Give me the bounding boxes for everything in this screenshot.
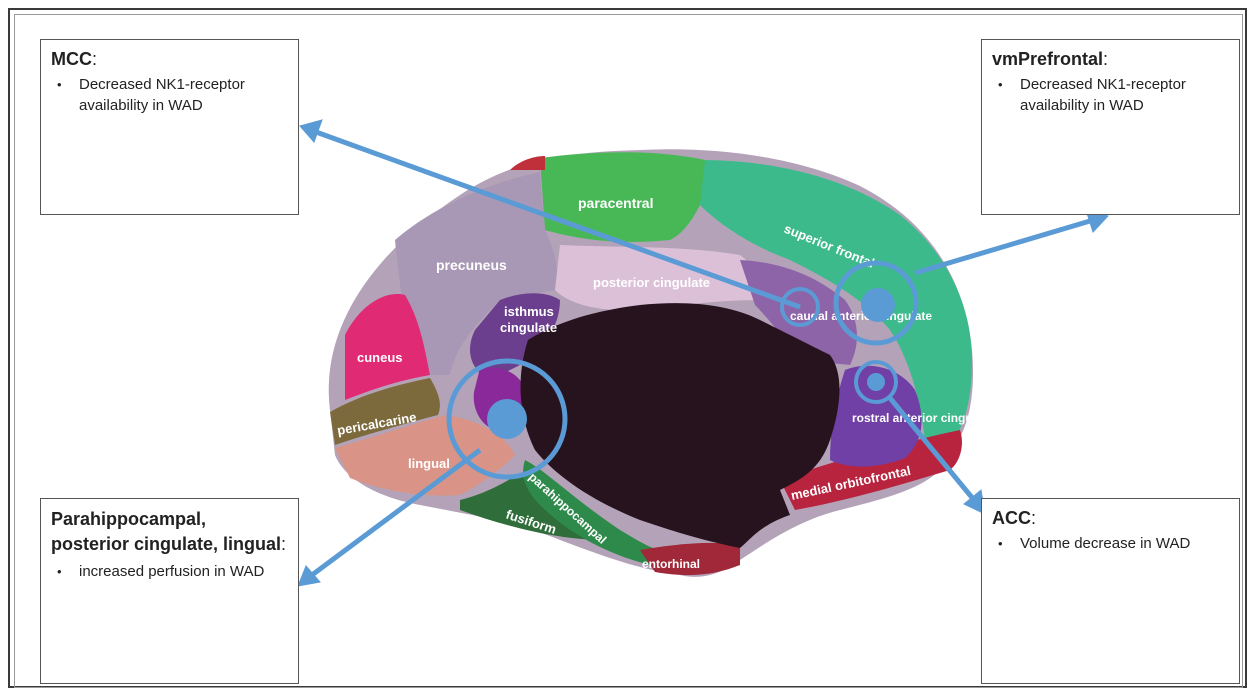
vmprefrontal-annotation-box: vmPrefrontal: Decreased NK1-receptor ava…	[981, 39, 1240, 215]
region-rostral-anterior-cingulate	[830, 365, 922, 467]
label-cuneus: cuneus	[357, 350, 403, 365]
label-lingual: lingual	[408, 456, 450, 471]
mcc-bullet: Decreased NK1-receptor availability in W…	[51, 74, 288, 116]
arrow-mcc	[315, 129, 801, 310]
label-entorhinal: entorhinal	[642, 557, 700, 571]
region-top-strip	[510, 156, 545, 170]
highlight-mcc-ring	[780, 287, 820, 327]
highlight-vmpfc-dot	[861, 288, 895, 322]
region-pericalcarine	[330, 378, 440, 445]
arrow-vmpfc	[914, 218, 1091, 276]
highlights	[446, 260, 919, 480]
highlight-parahippocampal-ring	[446, 358, 568, 480]
arrow-acc	[888, 396, 976, 502]
acc-annotation-box: ACC: Volume decrease in WAD	[981, 498, 1240, 684]
region-isthmus-cingulate	[470, 293, 560, 380]
label-isthmus: isthmus	[504, 304, 554, 319]
label-paracentral: paracentral	[578, 195, 653, 211]
mcc-bullet-list: Decreased NK1-receptor availability in W…	[51, 74, 288, 116]
label-precuneus: precuneus	[436, 257, 507, 273]
brain-surface	[328, 149, 974, 577]
arrow-mcc-head	[299, 119, 323, 143]
region-cuneus	[345, 294, 430, 400]
region-parahippocampal	[523, 460, 660, 565]
vmprefrontal-bullet-list: Decreased NK1-receptor availability in W…	[992, 74, 1229, 116]
acc-bullet: Volume decrease in WAD	[992, 533, 1229, 554]
label-cingulate: cingulate	[500, 320, 557, 335]
vmprefrontal-title: vmPrefrontal:	[992, 49, 1109, 69]
parahippocampal-bullet-list: increased perfusion in WAD	[51, 561, 288, 582]
arrows	[297, 119, 1109, 587]
arrow-parahippocampal-head	[297, 565, 321, 587]
parahippocampal-bullet: increased perfusion in WAD	[51, 561, 288, 582]
parahippocampal-annotation-box: Parahippocampal, posterior cingulate, li…	[40, 498, 299, 684]
region-medial-wall	[520, 303, 840, 548]
vmprefrontal-bullet: Decreased NK1-receptor availability in W…	[992, 74, 1229, 116]
parahippocampal-title: Parahippocampal, posterior cingulate, li…	[51, 509, 287, 554]
region-precuneus	[395, 172, 557, 375]
arrow-parahippocampal	[310, 447, 482, 578]
region-caudal-anterior-cingulate	[740, 260, 857, 365]
label-isthmus-cingulate: isthmus cingulate	[500, 304, 557, 335]
region-entorhinal	[640, 542, 740, 576]
region-lingual	[335, 415, 515, 496]
label-caudal-anterior-cingulate: caudal anterior cingulate	[790, 309, 932, 323]
region-medial-orbitofrontal	[780, 430, 962, 510]
label-posterior-cingulate: posterior cingulate	[593, 275, 710, 290]
region-superior-frontal	[700, 160, 972, 440]
highlight-vmpfc-ring	[833, 260, 919, 346]
highlight-acc-dot	[867, 373, 885, 391]
acc-bullet-list: Volume decrease in WAD	[992, 533, 1229, 554]
highlight-acc-ring	[854, 360, 898, 404]
mcc-annotation-box: MCC: Decreased NK1-receptor availability…	[40, 39, 299, 215]
label-rostral-anterior-cingulate: rostral anterior cingulate	[852, 411, 994, 425]
figure-inner-frame	[14, 14, 1243, 688]
highlight-parahippocampal-dot	[487, 399, 527, 439]
mcc-title: MCC:	[51, 49, 98, 69]
region-posterior-cingulate	[555, 245, 762, 311]
acc-title: ACC:	[992, 508, 1037, 528]
region-paracentral	[540, 152, 705, 242]
